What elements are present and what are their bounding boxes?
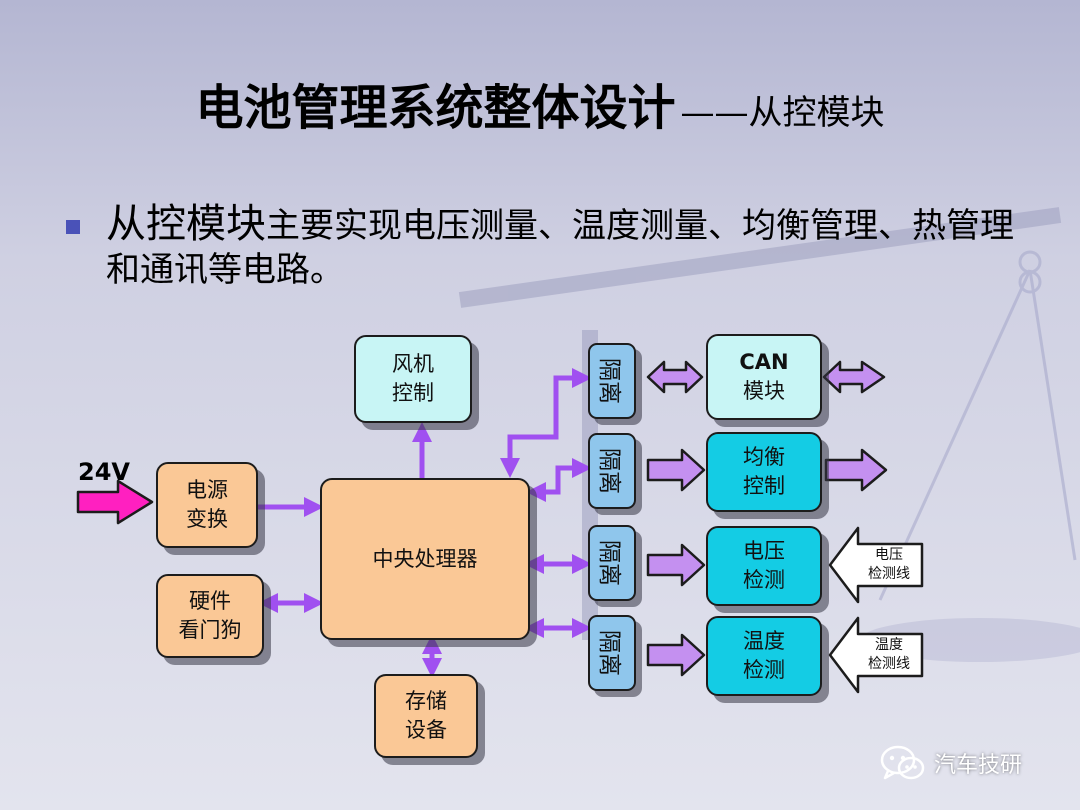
bullet-rest: 主要实现电压测量、温度测量、均衡管理、热管理和通讯等电路。 xyxy=(106,206,1014,290)
temperature-line-label: 温度检测线 xyxy=(868,637,910,672)
input-24v-arrow xyxy=(76,479,154,525)
iso2-balance-arrow xyxy=(646,448,706,492)
input-24v-label: 24V xyxy=(78,458,130,486)
watermark-text: 汽车技研 xyxy=(934,753,1023,778)
wechat-icon xyxy=(880,745,925,780)
watermark: 汽车技研 xyxy=(880,744,1022,782)
voltage-line-label: 电压检测线 xyxy=(868,547,910,582)
bullet-text: 从控模块主要实现电压测量、温度测量、均衡管理、热管理和通讯等电路。 xyxy=(106,202,1026,292)
bullet-square-icon xyxy=(66,220,80,234)
can-external-double-arrow xyxy=(822,360,886,394)
isolation-box-4: 隔离 xyxy=(588,615,636,691)
storage-box: 存储设备 xyxy=(374,674,478,758)
temperature-detect-box: 温度检测 xyxy=(706,616,822,696)
temperature-to-iso-arrow xyxy=(646,633,706,677)
voltage-line-arrow xyxy=(828,526,924,604)
isolation-box-3: 隔离 xyxy=(588,525,636,601)
balance-output-arrow xyxy=(824,448,888,492)
watchdog-box: 硬件看门狗 xyxy=(156,574,264,658)
temperature-line-arrow xyxy=(828,616,924,694)
cpu-iso1-arrow xyxy=(500,368,592,478)
title-subtitle: ——从控模块 xyxy=(680,93,885,133)
cpu-iso2-arrow xyxy=(526,458,592,502)
fan-control-box: 风机控制 xyxy=(354,335,472,423)
voltage-to-iso-arrow xyxy=(646,543,706,587)
iso1-can-double-arrow xyxy=(646,360,704,394)
slide-title: 电池管理系统整体设计 ——从控模块 xyxy=(0,68,1080,138)
title-main: 电池管理系统整体设计 xyxy=(195,80,676,136)
power-conversion-box: 电源变换 xyxy=(156,462,258,548)
cpu-box: 中央处理器 xyxy=(320,478,530,640)
voltage-detect-box: 电压检测 xyxy=(706,526,822,606)
balance-control-box: 均衡控制 xyxy=(706,432,822,512)
bullet-highlight: 从控模块 xyxy=(106,201,266,247)
isolation-box-1: 隔离 xyxy=(588,343,636,419)
isolation-box-2: 隔离 xyxy=(588,433,636,509)
